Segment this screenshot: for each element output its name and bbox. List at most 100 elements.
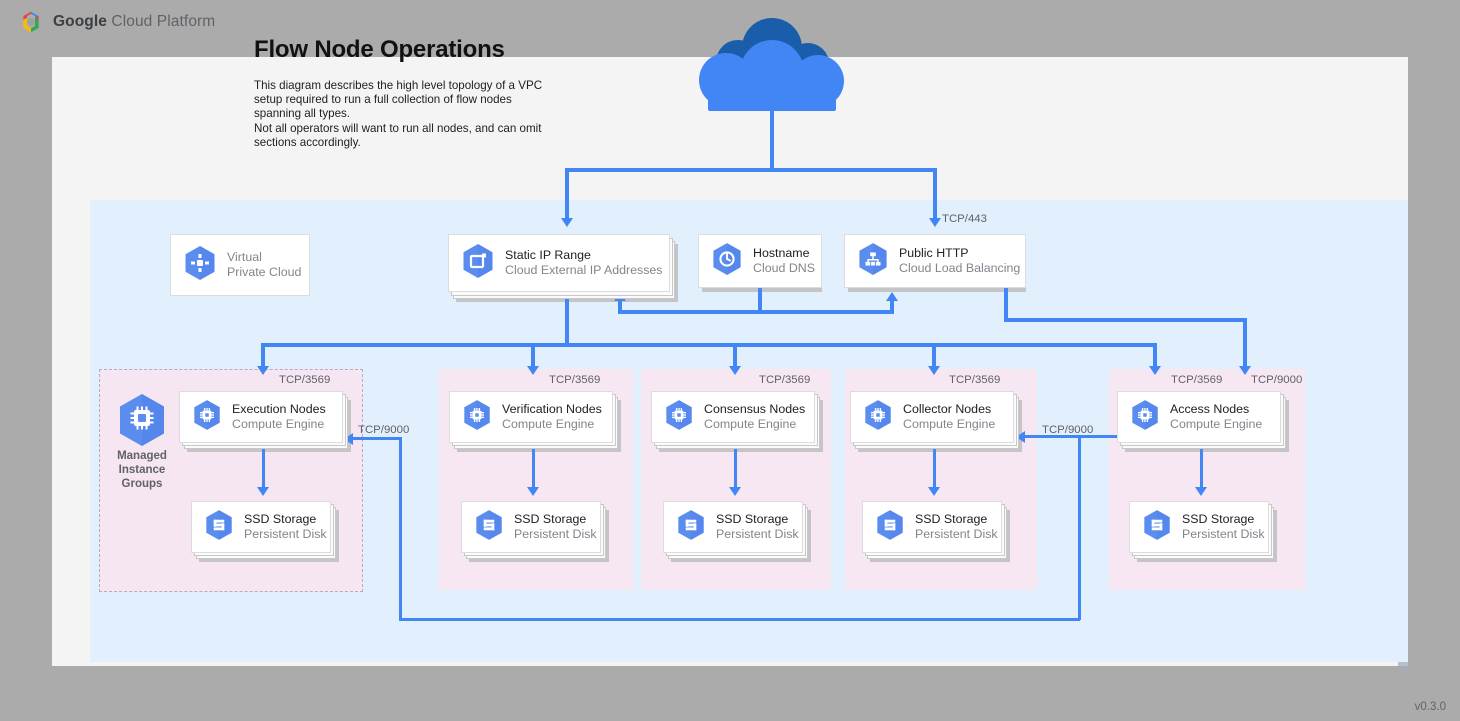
connector-dns-stem	[758, 287, 762, 314]
arrow-bus-to-lb	[886, 292, 898, 301]
arrow-node-to-storage-2	[527, 487, 539, 496]
connector-access-down	[1078, 436, 1081, 620]
card-subtitle: Private Cloud	[227, 265, 302, 279]
connector-lb-stem-down	[1004, 287, 1008, 322]
arrow-access-to-collector	[1016, 431, 1025, 443]
arrow-rail-to-access	[1239, 366, 1251, 375]
port-label-collector-tcp9000: TCP/9000	[1042, 424, 1094, 436]
connector-bus-drop-1	[261, 343, 265, 370]
arrow-node-to-storage-1	[257, 487, 269, 496]
card-subtitle: Compute Engine	[903, 417, 996, 431]
brand-suffix: Cloud Platform	[107, 13, 216, 30]
connector-into-execution	[352, 437, 401, 440]
card-title: SSD Storage	[1182, 511, 1255, 526]
page-description: This diagram describes the high level to…	[254, 79, 543, 149]
internet-cloud-icon	[680, 18, 864, 113]
card-collector-ssd-storage[interactable]: SSD Storage Persistent Disk	[862, 501, 1002, 553]
connector-node-to-storage-1	[262, 447, 265, 491]
cloud-load-balancing-icon	[858, 242, 888, 281]
card-hostname-cloud-dns[interactable]: Hostname Cloud DNS	[698, 234, 822, 288]
google-cloud-logo-icon	[18, 9, 44, 35]
compute-engine-icon	[864, 399, 892, 436]
port-label-access-in: TCP/3569	[1171, 374, 1223, 386]
connector-cloud-split	[565, 168, 937, 172]
card-subtitle: Persistent Disk	[716, 527, 799, 541]
compute-engine-icon	[1131, 399, 1159, 436]
connector-node-to-storage-3	[734, 447, 737, 491]
port-label-tcp443: TCP/443	[942, 213, 987, 225]
connector-staticip-stem-down	[565, 293, 569, 347]
card-verification-nodes[interactable]: Verification Nodes Compute Engine	[449, 391, 613, 443]
card-text: SSD Storage Persistent Disk	[716, 512, 799, 543]
card-subtitle: Compute Engine	[704, 417, 797, 431]
card-text: Verification Nodes Compute Engine	[502, 402, 602, 433]
card-subtitle: Cloud Load Balancing	[899, 261, 1021, 275]
card-access-nodes[interactable]: Access Nodes Compute Engine	[1117, 391, 1281, 443]
managed-instance-group-icon	[118, 393, 166, 452]
card-execution-nodes[interactable]: Execution Nodes Compute Engine	[179, 391, 343, 443]
arrow-tcp3569-consensus	[729, 366, 741, 375]
card-subtitle: Persistent Disk	[514, 527, 597, 541]
card-text: Public HTTP Cloud Load Balancing	[899, 246, 1020, 277]
port-label-verification-in: TCP/3569	[549, 374, 601, 386]
card-title: Virtual	[227, 249, 262, 264]
connector-lb-right-rail	[1004, 318, 1247, 322]
card-public-http-load-balancing[interactable]: Public HTTP Cloud Load Balancing	[844, 234, 1026, 288]
card-text: Virtual Private Cloud	[227, 250, 301, 281]
card-text: SSD Storage Persistent Disk	[514, 512, 597, 543]
persistent-disk-icon	[475, 509, 503, 546]
port-label-collector-in: TCP/3569	[949, 374, 1001, 386]
card-title: Public HTTP	[899, 245, 969, 260]
arrow-cloud-to-staticip	[561, 218, 573, 227]
arrow-node-to-storage-5	[1195, 487, 1207, 496]
arrow-tcp9000-execution	[344, 433, 353, 445]
connector-bus-to-staticip	[618, 300, 622, 312]
port-label-execution-in: TCP/3569	[279, 374, 331, 386]
managed-instance-groups-label: Managed Instance Groups	[117, 450, 167, 490]
connector-node-to-storage-5	[1200, 447, 1203, 491]
connector-bottom-bus	[399, 618, 1080, 621]
card-subtitle: Compute Engine	[1170, 417, 1263, 431]
card-consensus-ssd-storage[interactable]: SSD Storage Persistent Disk	[663, 501, 803, 553]
card-access-ssd-storage[interactable]: SSD Storage Persistent Disk	[1129, 501, 1269, 553]
card-text: SSD Storage Persistent Disk	[915, 512, 998, 543]
card-static-ip-range[interactable]: Static IP Range Cloud External IP Addres…	[448, 234, 670, 292]
card-execution-ssd-storage[interactable]: SSD Storage Persistent Disk	[191, 501, 331, 553]
connector-cloud-to-staticip	[565, 168, 569, 222]
persistent-disk-icon	[205, 509, 233, 546]
virtual-private-cloud-icon	[184, 245, 216, 286]
connector-bus-drop-4	[932, 343, 936, 370]
card-text: Collector Nodes Compute Engine	[903, 402, 995, 433]
card-text: Access Nodes Compute Engine	[1170, 402, 1262, 433]
connector-bus-drop-3	[733, 343, 737, 370]
static-ip-range-icon	[462, 243, 494, 284]
card-text: SSD Storage Persistent Disk	[1182, 512, 1265, 543]
card-text: SSD Storage Persistent Disk	[244, 512, 327, 543]
card-subtitle: Persistent Disk	[915, 527, 998, 541]
card-title: Hostname	[753, 245, 810, 260]
card-title: Verification Nodes	[502, 401, 602, 416]
compute-engine-icon	[665, 399, 693, 436]
connector-cloud-stem	[770, 108, 774, 170]
card-title: Execution Nodes	[232, 401, 326, 416]
card-subtitle: Compute Engine	[232, 417, 325, 431]
card-virtual-private-cloud[interactable]: Virtual Private Cloud	[170, 234, 310, 296]
card-subtitle: Persistent Disk	[244, 527, 327, 541]
arrow-tcp3569-collector	[928, 366, 940, 375]
arrow-cloud-to-lb	[929, 218, 941, 227]
compute-engine-icon	[463, 399, 491, 436]
connector-node-to-storage-4	[933, 447, 936, 491]
connector-node-to-storage-2	[532, 447, 535, 491]
card-verification-ssd-storage[interactable]: SSD Storage Persistent Disk	[461, 501, 601, 553]
connector-upper-bus	[618, 310, 894, 314]
card-subtitle: Persistent Disk	[1182, 527, 1265, 541]
card-subtitle: Compute Engine	[502, 417, 595, 431]
card-collector-nodes[interactable]: Collector Nodes Compute Engine	[850, 391, 1014, 443]
card-consensus-nodes[interactable]: Consensus Nodes Compute Engine	[651, 391, 815, 443]
card-title: SSD Storage	[716, 511, 789, 526]
port-label-consensus-in: TCP/3569	[759, 374, 811, 386]
card-subtitle: Cloud DNS	[753, 261, 815, 275]
card-title: SSD Storage	[514, 511, 587, 526]
card-title: SSD Storage	[244, 511, 317, 526]
cloud-dns-icon	[712, 242, 742, 281]
